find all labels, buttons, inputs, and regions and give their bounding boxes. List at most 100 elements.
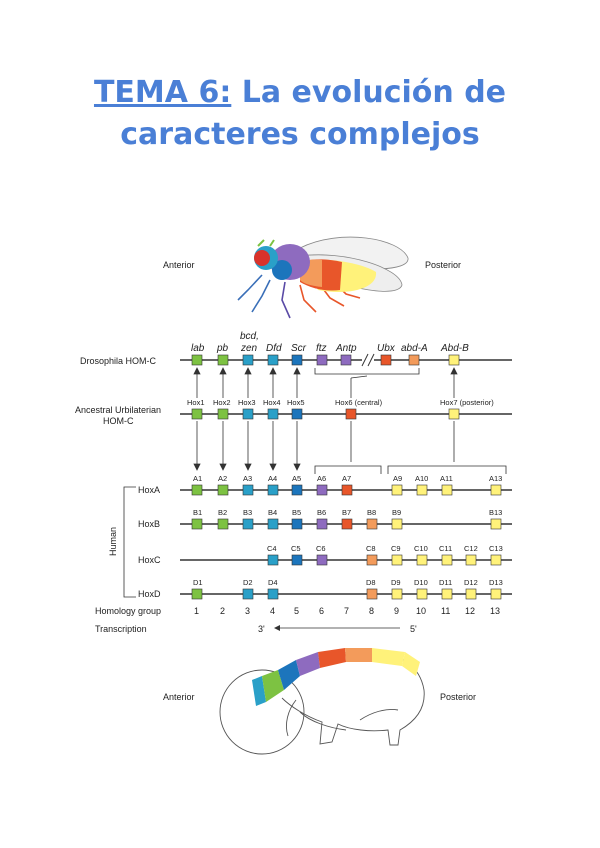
embryo-hox-spine <box>252 648 420 706</box>
hoxa-a2: A2 <box>218 474 227 483</box>
group-5: 5 <box>294 606 299 616</box>
box-ubx <box>380 354 392 366</box>
anc-hox2: Hox2 <box>213 398 231 407</box>
hoxb-b7: B7 <box>342 508 351 517</box>
row-label-ancestral-1: Ancestral Urbilaterian <box>75 405 161 415</box>
box-lab <box>191 354 203 366</box>
hoxd-d9: D9 <box>391 578 401 587</box>
gene-bcd: bcd, <box>240 331 259 342</box>
hoxd-d12: D12 <box>464 578 478 587</box>
gene-pb: pb <box>216 343 229 354</box>
title-tema: TEMA 6: <box>93 75 232 110</box>
hoxa-cluster: A1 A2 A3 A4 A5 A6 A7 A9 A10 A11 A13 <box>191 474 502 496</box>
hoxc-cluster: C4 C5 C6 C8 C9 C10 C11 C12 C13 <box>267 544 503 566</box>
hoxa-a13: A13 <box>489 474 502 483</box>
box-pb <box>217 354 229 366</box>
hoxc-c5: C5 <box>291 544 301 553</box>
anc-hox1: Hox1 <box>187 398 205 407</box>
hoxb-b3: B3 <box>243 508 252 517</box>
hoxd-d11: D11 <box>439 578 452 587</box>
hoxb-cluster: B1 B2 B3 B4 B5 B6 B7 B8 B9 B13 <box>191 508 502 530</box>
hoxa-a1: A1 <box>193 474 202 483</box>
hoxc-c8: C8 <box>366 544 376 553</box>
hoxd-d2: D2 <box>243 578 253 587</box>
gene-abda: abd-A <box>401 343 428 354</box>
hoxa-a6: A6 <box>317 474 326 483</box>
box-antp <box>340 354 352 366</box>
anc-hox3: Hox3 <box>238 398 256 407</box>
box-abdb <box>448 354 460 366</box>
hoxb-b8: B8 <box>367 508 376 517</box>
hoxa-a3: A3 <box>243 474 252 483</box>
row-label-hoxd: HoxD <box>138 589 161 599</box>
hoxa-a10: A10 <box>415 474 428 483</box>
group-1: 1 <box>194 606 199 616</box>
row-label-hoxc: HoxC <box>138 555 161 565</box>
hoxa-a7: A7 <box>342 474 351 483</box>
group-8: 8 <box>369 606 374 616</box>
box-abda <box>408 354 420 366</box>
hoxb-b2: B2 <box>218 508 227 517</box>
hoxb-b6: B6 <box>317 508 326 517</box>
group-11: 11 <box>441 606 450 616</box>
box-ftz <box>316 354 328 366</box>
hoxd-d8: D8 <box>366 578 376 587</box>
group-6: 6 <box>319 606 324 616</box>
hoxc-c11: C11 <box>439 544 452 553</box>
embryo-posterior-label: Posterior <box>440 692 476 702</box>
title-line2: caracteres complejos <box>120 117 480 152</box>
row-label-drosophila: Drosophila HOM-C <box>80 356 157 366</box>
hoxb-b4: B4 <box>268 508 277 517</box>
anc-hox7: Hox7 (posterior) <box>440 398 494 407</box>
fly-posterior-label: Posterior <box>425 260 461 270</box>
box-scr <box>291 354 303 366</box>
hoxc-c9: C9 <box>391 544 401 553</box>
embryo-anterior-label: Anterior <box>163 692 195 702</box>
group-3: 3 <box>245 606 250 616</box>
row-label-hoxa: HoxA <box>138 485 160 495</box>
gene-ubx: Ubx <box>377 343 396 354</box>
homology-label: Homology group <box>95 606 161 616</box>
group-9: 9 <box>394 606 399 616</box>
gene-antp: Antp <box>335 343 357 354</box>
group-13: 13 <box>490 606 500 616</box>
gene-ftz: ftz <box>316 343 327 354</box>
hoxd-d10: D10 <box>414 578 428 587</box>
hoxa-a4: A4 <box>268 474 277 483</box>
hoxc-c6: C6 <box>316 544 326 553</box>
transcription-label: Transcription <box>95 624 147 634</box>
anc-hox6: Hox6 (central) <box>335 398 383 407</box>
three-prime: 3' <box>258 624 265 634</box>
hoxa-a9: A9 <box>393 474 402 483</box>
hoxb-b5: B5 <box>292 508 301 517</box>
row-label-hoxb: HoxB <box>138 519 160 529</box>
hoxc-c10: C10 <box>414 544 428 553</box>
group-4: 4 <box>270 606 275 616</box>
hoxb-b13: B13 <box>489 508 502 517</box>
row-label-human: Human <box>108 527 118 556</box>
hoxd-d4: D4 <box>268 578 278 587</box>
anc-hox4: Hox4 <box>263 398 281 407</box>
group-10: 10 <box>416 606 426 616</box>
hoxd-cluster: D1 D2 D4 D8 D9 D10 D11 D12 D13 <box>191 578 503 600</box>
box-dfd <box>267 354 279 366</box>
fly-illustration <box>237 236 409 319</box>
five-prime: 5' <box>410 624 417 634</box>
hoxc-c13: C13 <box>489 544 503 553</box>
hoxc-c12: C12 <box>464 544 478 553</box>
gene-zen: zen <box>240 343 258 354</box>
homology-numbers: 1 2 3 4 5 6 7 8 9 10 11 12 13 <box>194 606 500 616</box>
group-7: 7 <box>344 606 349 616</box>
hoxc-c4: C4 <box>267 544 277 553</box>
hoxd-d1: D1 <box>193 578 203 587</box>
page-title: TEMA 6: La evolución de caracteres compl… <box>0 72 600 156</box>
row-label-ancestral-2: HOM-C <box>103 416 134 426</box>
hoxb-b9: B9 <box>392 508 401 517</box>
gene-lab: lab <box>191 343 205 354</box>
hoxa-a11: A11 <box>440 474 453 483</box>
gene-scr: Scr <box>291 343 307 354</box>
group-2: 2 <box>220 606 225 616</box>
hoxa-a5: A5 <box>292 474 301 483</box>
hoxd-d13: D13 <box>489 578 503 587</box>
